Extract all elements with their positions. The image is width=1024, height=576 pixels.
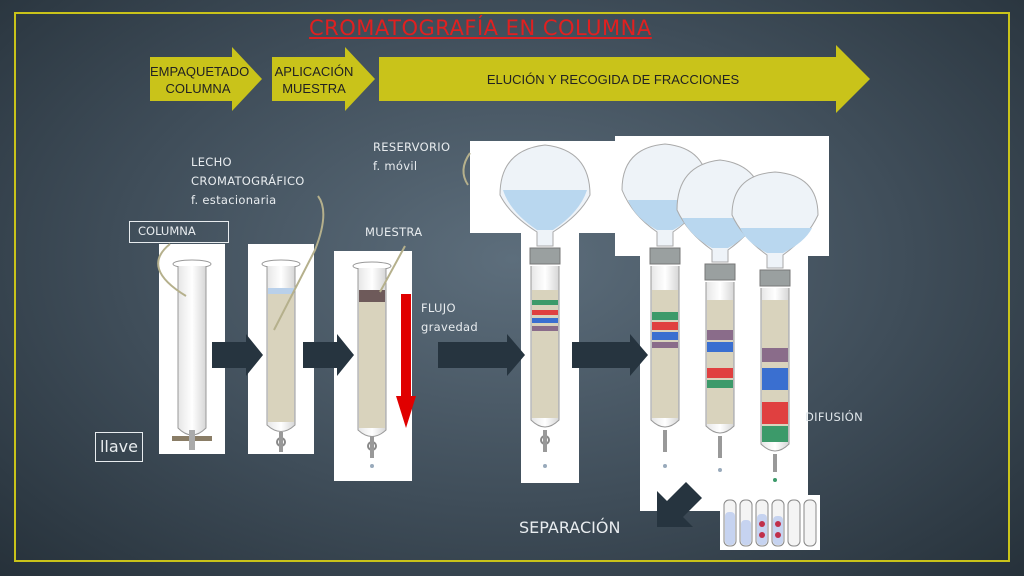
step-label-application: APLICACIÓN MUESTRA — [274, 64, 354, 96]
label-columna: COLUMNA — [129, 221, 229, 243]
label-reservorio: RESERVORIO f. móvil — [373, 138, 450, 176]
label-flujo-line2: gravedad — [421, 320, 479, 334]
elution-column — [499, 144, 591, 468]
label-lecho: LECHO CROMATOGRÁFICO f. estacionaria — [191, 153, 305, 210]
transition-arrow-4 — [572, 334, 648, 376]
flow-arrow — [396, 294, 416, 428]
label-difusion: DIFUSIÓN — [805, 410, 864, 424]
panel-fraction-tubes — [720, 495, 820, 550]
callout-columna — [157, 243, 187, 297]
separation-arrow — [657, 482, 702, 527]
label-llave: llave — [95, 432, 143, 462]
empty-column — [172, 259, 212, 450]
step-arrow-application — [272, 47, 375, 111]
label-muestra: MUESTRA — [365, 225, 423, 239]
label-reservorio-line2: f. móvil — [373, 159, 418, 173]
callout-reservorio — [462, 152, 471, 186]
step-arrow-packing — [150, 47, 262, 111]
fraction-tubes — [723, 499, 817, 547]
label-lecho-line1: LECHO — [191, 155, 232, 169]
separation-column-3 — [731, 171, 819, 482]
callout-lines — [157, 152, 471, 331]
transition-arrow-2 — [303, 334, 354, 376]
label-lecho-line3: f. estacionaria — [191, 193, 277, 207]
label-flujo-line1: FLUJO — [421, 301, 456, 315]
callout-muestra — [379, 245, 406, 293]
packed-column — [261, 259, 301, 452]
step-label-elution: ELUCIÓN Y RECOGIDA DE FRACCIONES — [486, 72, 740, 87]
slide-frame — [14, 12, 1010, 562]
transition-arrow-1 — [212, 334, 263, 376]
callout-lecho — [273, 195, 325, 331]
label-lecho-line2: CROMATOGRÁFICO — [191, 174, 305, 188]
sample-column — [352, 261, 392, 468]
separation-column-1 — [621, 143, 709, 468]
transition-arrows — [212, 334, 702, 527]
step-arrow-elution — [379, 45, 870, 113]
step-label-packing: EMPAQUETADO COLUMNA — [150, 64, 250, 96]
label-flujo: FLUJO gravedad — [421, 299, 478, 337]
slide-title: CROMATOGRAFÍA EN COLUMNA — [309, 16, 652, 40]
label-separacion: SEPARACIÓN — [519, 518, 621, 537]
transition-arrow-3 — [438, 334, 525, 376]
label-reservorio-line1: RESERVORIO — [373, 140, 451, 154]
